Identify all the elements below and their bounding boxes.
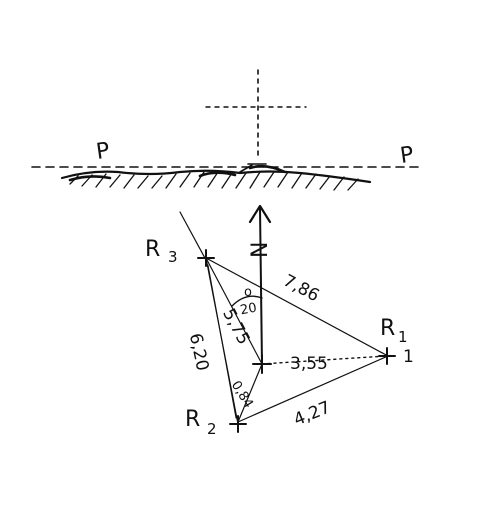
station-marker-r1 [378, 347, 396, 365]
line-r3-r2-inner [207, 264, 237, 419]
line-r2-r1 [237, 355, 389, 423]
ground-surface [60, 163, 372, 191]
angle-value: 20 [239, 301, 258, 319]
station-marker-center [252, 354, 272, 374]
measure-r2-r3: 6,20 [185, 332, 212, 373]
r3-bearing-line [179, 211, 207, 261]
line-center-r2 [237, 363, 263, 423]
station-marker-r3 [197, 249, 215, 267]
r1-label: R [380, 316, 395, 341]
angle-arc [231, 295, 263, 307]
north-arrow [248, 204, 272, 366]
r3-label: R [145, 237, 160, 262]
plane-label-left: P [95, 138, 112, 165]
plane-label-right: P [399, 142, 416, 169]
r2-label: R [185, 407, 200, 432]
line-r3-r1 [205, 257, 389, 357]
r2-sub: 2 [207, 420, 217, 438]
station-marker-r2 [229, 415, 247, 433]
north-label: N [248, 242, 273, 258]
measure-center-r1: 3,55 [290, 354, 328, 374]
r1-sub: 1 [398, 328, 408, 346]
line-center-r1-dotted [261, 355, 387, 365]
measure-r2-r1: 4,27 [291, 398, 334, 431]
degree-mark: o [244, 285, 252, 300]
line-center-r3 [205, 257, 263, 365]
r1-point-label: 1 [403, 347, 414, 367]
r3-sub: 3 [168, 248, 178, 266]
